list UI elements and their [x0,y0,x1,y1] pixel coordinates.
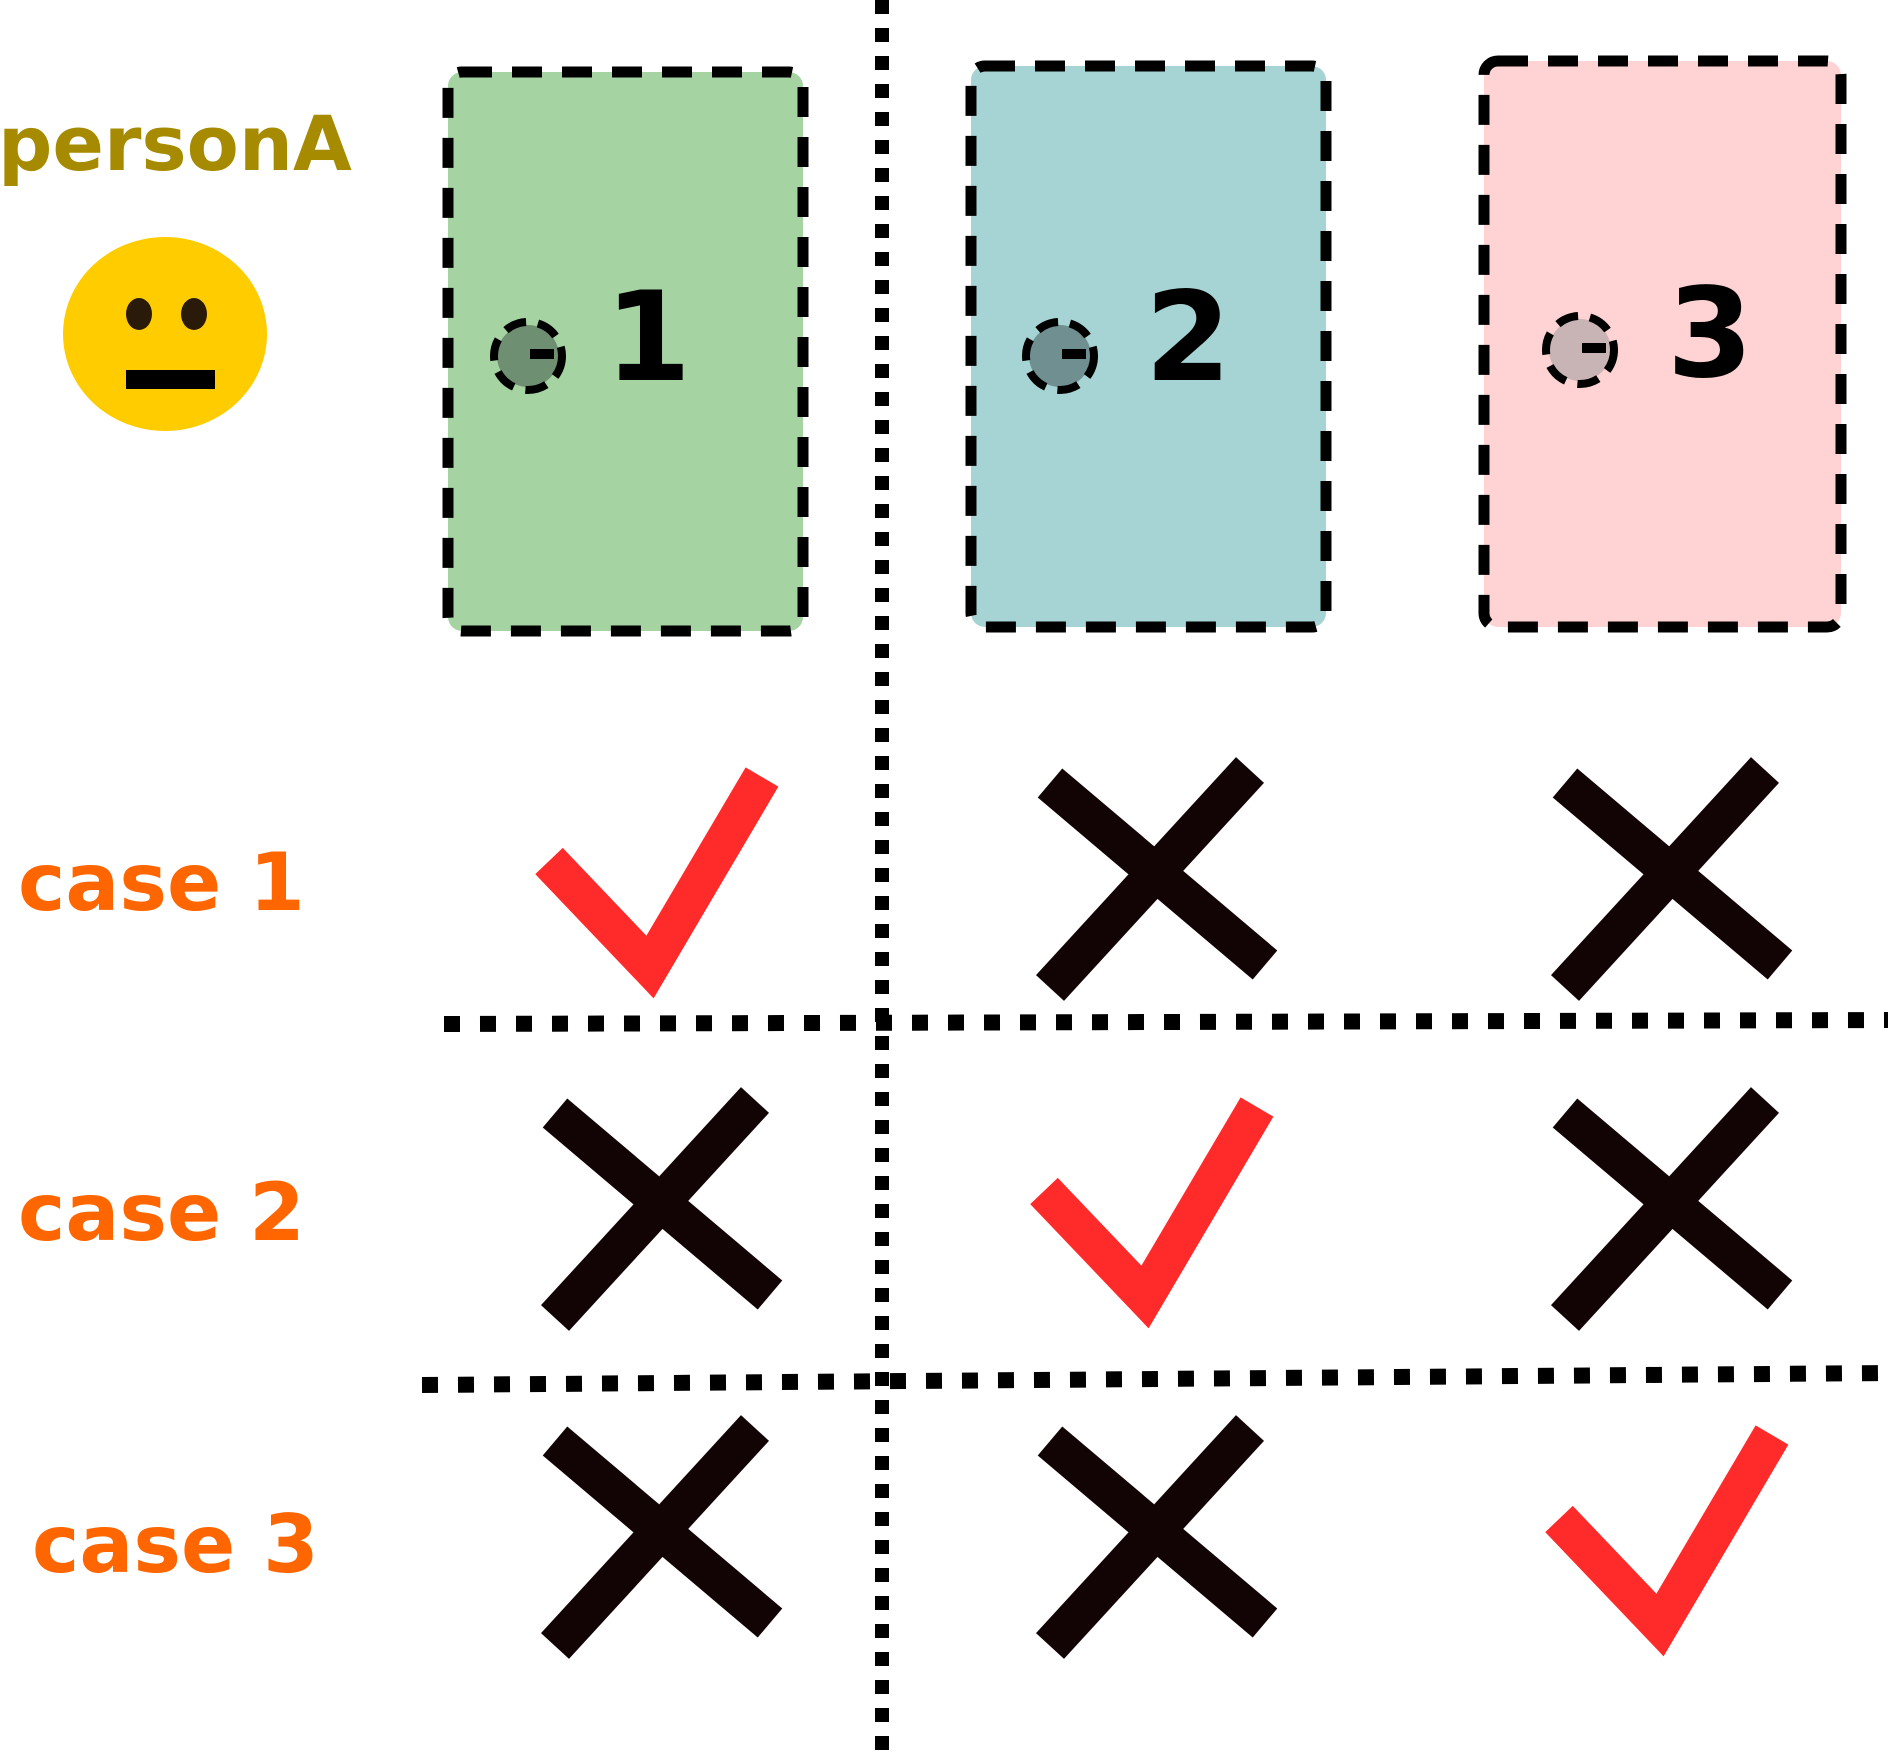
horizontal-divider-1 [443,1012,1888,1032]
card-2-number: 2 [1145,266,1231,410]
card-3-badge [1549,319,1611,381]
card-2-badge [1029,325,1091,387]
face-mouth [126,370,215,389]
minus-icon [1062,349,1086,359]
person-label: personA [0,99,352,188]
minus-icon [530,349,554,359]
neutral-face-icon [63,237,267,431]
face-circle [63,237,267,431]
card-1-background [448,72,803,631]
cross-stroke-b [1550,1087,1780,1331]
case-3-label: case 3 [32,1498,319,1591]
check-icon [535,767,779,999]
case-1-label: case 1 [18,836,305,929]
cross-stroke-b [1035,1415,1265,1659]
card-3-border [1478,55,1847,633]
card-1-badge [497,325,559,387]
card-2-border [965,60,1332,633]
card-1-badge-ring [490,318,566,394]
cross-stroke-b [1035,757,1265,1001]
horizontal-divider-2 [421,1365,1888,1393]
check-icon [1545,1425,1789,1657]
case-2-label: case 2 [18,1166,305,1259]
cross-icon [1550,1087,1793,1331]
card-3: 3 [1478,55,1847,633]
check-stroke [1545,1425,1789,1657]
cross-stroke-b [540,1087,770,1331]
check-icon [1030,1097,1274,1329]
card-2: 2 [965,60,1332,633]
cross-icon [1550,757,1793,1001]
cross-stroke-b [1550,757,1780,1001]
card-2-badge-ring [1022,318,1098,394]
card-1: 1 [442,66,809,637]
face-left-eye [126,298,152,330]
cross-icon [540,1087,783,1331]
card-1-border [442,66,809,637]
cross-icon [1035,1415,1278,1659]
cross-icon [540,1415,783,1659]
check-stroke [535,767,779,999]
cross-stroke-b [540,1415,770,1659]
check-stroke [1030,1097,1274,1329]
card-3-badge-ring [1542,312,1618,388]
cross-icon [1035,757,1278,1001]
person-header: personA [0,99,352,431]
minus-icon [1582,343,1606,353]
card-3-number: 3 [1667,262,1753,406]
card-2-background [971,66,1326,627]
face-right-eye [181,298,207,330]
card-3-background [1484,61,1841,627]
mark-grid [535,757,1793,1659]
card-1-number: 1 [605,266,691,410]
